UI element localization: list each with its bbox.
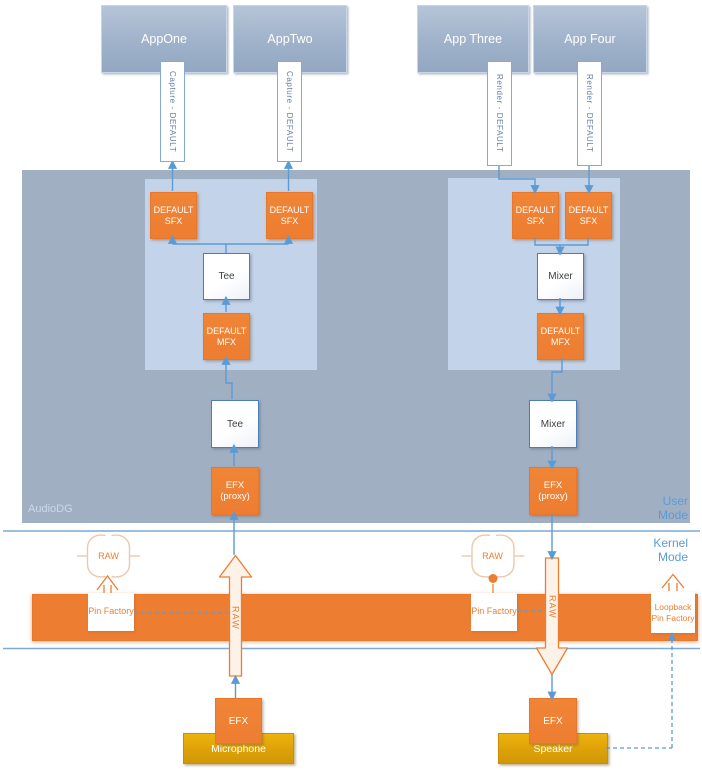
capture-efx-proxy-box: EFX (proxy) (211, 467, 259, 515)
render-mixer-upper-box: Mixer (537, 253, 584, 300)
raw-down-arrow-label: RAW (547, 595, 558, 619)
app-three-box: App Three (417, 5, 529, 73)
app-one-box: AppOne (101, 5, 227, 73)
kernel-streaming-bus-bar (32, 594, 698, 641)
render-mixer-lower-box: Mixer (529, 400, 577, 448)
render-stream-app-three: Render - DEFAULT (487, 61, 512, 166)
speaker-efx-box: EFX (529, 698, 577, 744)
pin-factory-left-box: Pin Factory (88, 593, 134, 631)
loopback-arrow-icon (661, 573, 685, 591)
audiodg-label: AudioDG (28, 503, 73, 515)
raw-pin-left-label: RAW (98, 551, 119, 561)
render-efx-proxy-box: EFX (proxy) (529, 467, 577, 515)
raw-up-arrow-label: RAW (230, 606, 241, 630)
capture-stream-app-two: Capture - DEFAULT (277, 61, 302, 162)
render-stream-app-four: Render - DEFAULT (577, 61, 602, 166)
capture-stream-app-one: Capture - DEFAULT (160, 61, 185, 162)
render-mfx-box: DEFAULT MFX (537, 313, 584, 360)
capture-mfx-box: DEFAULT MFX (203, 313, 250, 360)
loopback-pin-factory-box: Loopback Pin Factory (651, 592, 695, 633)
user-mode-label: User Mode (657, 494, 688, 522)
capture-tee-upper-box: Tee (203, 253, 250, 300)
microphone-efx-box: EFX (215, 698, 262, 744)
pin-factory-right-box: Pin Factory (471, 593, 517, 631)
render-sfx-left-box: DEFAULT SFX (512, 192, 559, 239)
capture-sfx-left-box: DEFAULT SFX (150, 192, 197, 239)
capture-tee-lower-box: Tee (211, 400, 259, 448)
pin-factory-left-arrow-icon (96, 574, 119, 593)
raw-pin-right-label: RAW (482, 551, 503, 561)
kernel-mode-label: Kernel Mode (653, 536, 688, 564)
render-sfx-right-box: DEFAULT SFX (565, 192, 612, 239)
capture-sfx-right-box: DEFAULT SFX (266, 192, 313, 239)
pin-instance-dot-icon (488, 574, 498, 593)
